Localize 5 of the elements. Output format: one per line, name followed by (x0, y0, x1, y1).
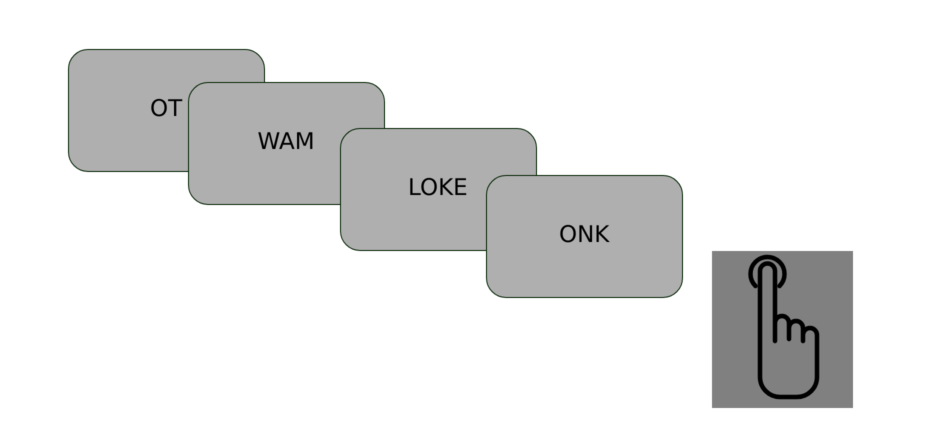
box-label: OT (150, 98, 182, 121)
box-label: ONK (559, 224, 610, 247)
box-label: WAM (258, 131, 315, 154)
rounded-box (486, 175, 683, 298)
box-label: LOKE (408, 177, 468, 200)
